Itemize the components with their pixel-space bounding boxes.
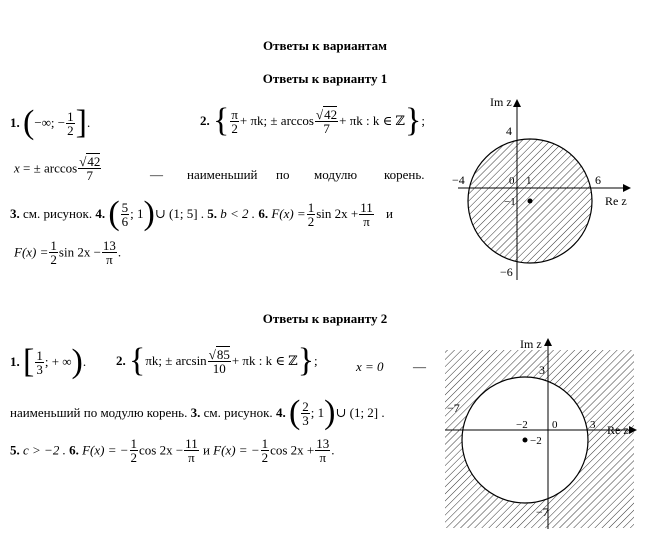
center-point [522,437,528,443]
variant2-heading: Ответы к варианту 2 [262,311,388,326]
x-label: Re z [605,194,627,208]
v2-dash: — [413,359,426,374]
v1-word2: по [276,167,290,182]
tick-m1: −1 [504,196,516,208]
tick-0: 0 [552,419,558,431]
variant1-heading: Ответы к варианту 1 [262,71,388,86]
tick-m6: −6 [500,265,513,279]
tick-6: 6 [595,173,601,187]
v1-word4: корень. [384,167,425,182]
page-title: Ответы к вариантам [263,38,387,53]
v2-line2: наименьший по модулю корень. 3. см. рису… [10,394,385,431]
tick-m2: −2 [516,419,528,431]
point-label: −2 [530,435,542,447]
tick-m4: −4 [452,173,465,187]
x-label: Re z [607,423,629,437]
v1-word1: наименьший [187,167,258,182]
tick-3-x: 3 [590,419,596,431]
figure-variant2: Im z Re z 3 −7 −2 0 3 −2 −7 [445,337,637,529]
v2-x0: x = 0 [356,359,384,374]
tick-0: 0 [509,175,515,187]
y-label: Im z [520,337,542,351]
tick-4: 4 [506,124,512,138]
tick-m7-left: −7 [447,401,460,415]
figure-variant1: Im z Re z 4 −4 6 −6 0 1 −1 [452,95,631,280]
center-point [527,198,533,204]
tick-3: 3 [539,363,545,377]
y-label: Im z [490,95,512,109]
v1-dash: — [150,167,163,182]
tick-1: 1 [526,175,532,187]
tick-m7-bottom: −7 [536,505,549,519]
v1-word3: модулю [314,167,358,182]
